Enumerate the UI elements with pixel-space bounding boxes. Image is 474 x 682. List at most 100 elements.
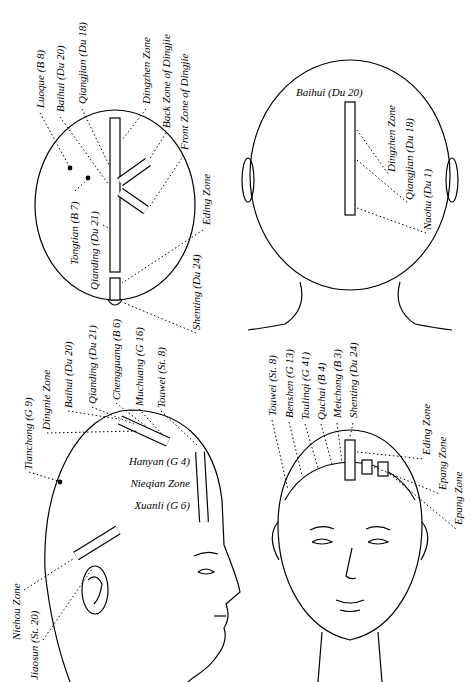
leader-lines xyxy=(24,403,198,640)
point-label: Dingzhen Zone xyxy=(385,105,398,172)
point-label: Xuanli (G 6) xyxy=(134,499,190,512)
eyebrow xyxy=(366,527,390,530)
nieqian-band xyxy=(200,452,204,522)
point-label: Epang Zone xyxy=(452,472,465,525)
point-label: Niehou Zone xyxy=(10,583,23,640)
leader-line xyxy=(357,208,426,233)
mouth xyxy=(336,600,364,603)
leader-line xyxy=(92,407,134,424)
leader-line xyxy=(43,569,92,640)
top-view-head xyxy=(35,110,195,305)
eye xyxy=(198,569,214,574)
eding-band xyxy=(110,278,120,300)
point-label: Qiangjian (Du 18) xyxy=(76,22,89,104)
lip xyxy=(340,610,360,612)
point-dot xyxy=(86,176,90,180)
point-label: Meichong (B 3) xyxy=(331,349,344,418)
leader-line xyxy=(24,559,73,590)
ear xyxy=(242,158,254,202)
point-label: Baihui (Du 20) xyxy=(296,86,363,99)
neck-line xyxy=(318,632,322,682)
point-label: Shenting (Du 24) xyxy=(347,342,360,418)
ear xyxy=(446,158,458,202)
eyebrow xyxy=(194,552,218,556)
eye xyxy=(368,539,388,544)
point-label: Naohu (Du 1) xyxy=(421,169,434,230)
eyebrow xyxy=(310,527,334,530)
head-outline xyxy=(250,60,450,290)
point-label: Quchai (B 4) xyxy=(315,363,328,420)
point-label: Qianding (Du 21) xyxy=(86,325,99,404)
neck-line xyxy=(248,282,302,330)
head-outline xyxy=(35,110,195,300)
point-label: Eding Zone xyxy=(200,174,213,225)
leader-line xyxy=(357,160,408,203)
leader-line xyxy=(103,225,109,228)
leader-line xyxy=(60,117,109,185)
mouth xyxy=(214,615,226,616)
point-label: Baihui (Du 20) xyxy=(54,45,67,112)
leader-line xyxy=(29,472,58,481)
leader-line xyxy=(122,109,146,140)
midline-band xyxy=(345,102,355,215)
point-label: Jiaosun (St. 20) xyxy=(28,611,41,680)
point-label: Benshen (G 13) xyxy=(283,349,296,418)
leader-line xyxy=(139,409,162,434)
leader-line xyxy=(357,130,389,175)
point-label: Epang Zone xyxy=(436,437,449,490)
point-dot xyxy=(68,166,72,170)
point-label: Eding Zone xyxy=(420,404,433,455)
eye xyxy=(312,539,332,544)
leader-line xyxy=(161,411,198,446)
leader-line xyxy=(305,424,318,468)
point-label: Tianchong (G 9) xyxy=(22,397,35,470)
band-edge xyxy=(120,192,146,210)
leader-line xyxy=(150,155,184,206)
nose xyxy=(346,548,356,579)
point-label: Shenting (Du 24) xyxy=(190,254,203,330)
nose xyxy=(108,300,122,305)
ear xyxy=(272,522,279,560)
leader-line xyxy=(289,422,302,475)
point-label: Qiangjian (Du 18) xyxy=(403,118,416,200)
leader-line xyxy=(321,424,332,464)
leader-line xyxy=(374,467,440,494)
point-dot xyxy=(58,480,62,484)
point-label: Muchuang (G 16) xyxy=(133,327,146,406)
ear-inner xyxy=(88,577,102,604)
point-label: Tongtian (B 7) xyxy=(68,201,81,265)
ear xyxy=(82,566,108,614)
band-edge xyxy=(200,452,204,522)
point-label: Baihui (Du 20) xyxy=(62,341,75,408)
leader-line xyxy=(47,431,138,433)
point-label: Dingnie Zone xyxy=(40,370,53,430)
epang-band xyxy=(362,460,372,474)
point-label: Touwei (St. 8) xyxy=(266,355,279,416)
leader-line xyxy=(75,180,87,191)
band-edge xyxy=(120,162,148,182)
ear xyxy=(421,522,428,560)
niehou-band xyxy=(76,530,118,556)
leader-line xyxy=(272,420,288,490)
face-outline xyxy=(278,430,422,640)
front-view-head xyxy=(272,430,428,682)
side-view-head xyxy=(45,410,240,682)
point-label: Back Zone of Dingjie xyxy=(160,34,173,128)
point-label: Front Zone of Dingjie xyxy=(178,54,191,150)
point-label: Nieqian Zone xyxy=(130,477,190,490)
back-view-head xyxy=(242,60,458,330)
point-label: Dingzhen Zone xyxy=(140,37,153,104)
leader-line xyxy=(357,452,424,459)
point-label: Touwei (St. 8) xyxy=(155,347,168,408)
leader-line xyxy=(82,109,109,165)
band-edge xyxy=(76,530,118,556)
leader-line xyxy=(149,133,166,160)
eding-band xyxy=(345,440,355,480)
point-label: Hanyan (G 4) xyxy=(129,455,190,468)
back-band xyxy=(120,162,148,182)
epang-band xyxy=(378,462,388,476)
point-label: Luoque (B 8) xyxy=(34,50,47,108)
